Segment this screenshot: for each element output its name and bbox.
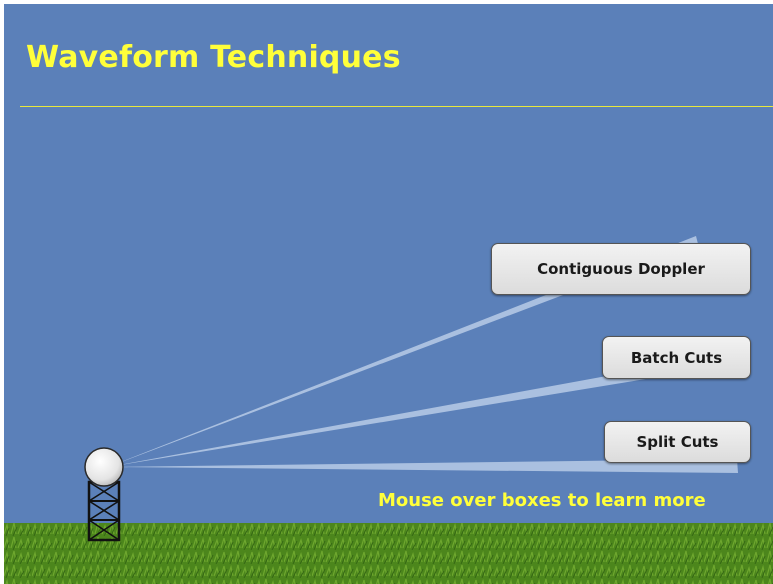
hover-instruction: Mouse over boxes to learn more xyxy=(378,490,706,511)
contiguous-doppler-button[interactable]: Contiguous Doppler xyxy=(491,243,751,295)
slide-title: Waveform Techniques xyxy=(26,40,401,75)
beam-split-cuts xyxy=(108,459,738,473)
beam-batch-cuts xyxy=(108,359,701,467)
slide: Waveform Techniques xyxy=(4,4,773,584)
batch-cuts-button[interactable]: Batch Cuts xyxy=(602,336,751,379)
radar-tower-icon xyxy=(84,447,124,542)
title-divider xyxy=(20,106,773,107)
split-cuts-button[interactable]: Split Cuts xyxy=(604,421,751,463)
grass-ground xyxy=(4,523,773,584)
